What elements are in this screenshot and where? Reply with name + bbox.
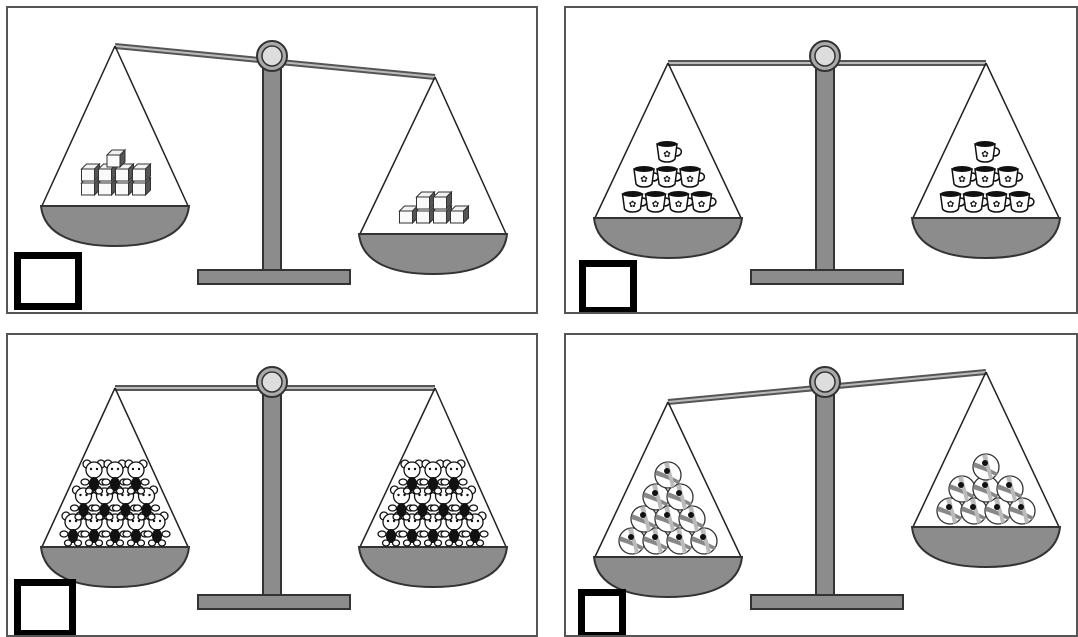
sugar-cube-icon xyxy=(131,162,152,183)
beach-ball-icon xyxy=(984,497,1012,525)
sugar-cube-icon xyxy=(415,190,436,211)
beach-ball-icon xyxy=(960,497,988,525)
cup-icon: ✿ xyxy=(974,166,1001,188)
teddy-bear-icon xyxy=(398,459,426,495)
sugar-cube-icon xyxy=(449,204,470,225)
right-pan-items xyxy=(398,190,470,225)
left-pan-items xyxy=(80,148,152,197)
teddy-bear-icon xyxy=(80,459,108,495)
balance-scale xyxy=(592,366,1062,610)
answer-box[interactable] xyxy=(14,252,82,310)
cup-icon: ✿ xyxy=(939,191,966,213)
beach-ball-icon xyxy=(642,527,670,555)
scale-stand xyxy=(197,384,351,610)
cup-icon: ✿ xyxy=(974,141,1001,163)
cup-icon: ✿ xyxy=(997,166,1024,188)
balance-scale xyxy=(39,40,509,285)
cup-icon: ✿ xyxy=(962,191,989,213)
svg-text:✿: ✿ xyxy=(1016,200,1024,210)
balance-scale xyxy=(39,366,509,610)
cup-icon: ✿ xyxy=(667,191,694,213)
svg-text:✿: ✿ xyxy=(698,200,706,210)
beach-ball-icon xyxy=(654,461,682,489)
svg-text:✿: ✿ xyxy=(981,175,989,185)
right-pan xyxy=(357,387,509,589)
svg-text:✿: ✿ xyxy=(686,175,694,185)
svg-text:✿: ✿ xyxy=(629,200,637,210)
sugar-cube-icon xyxy=(432,190,453,211)
sugar-cube-icon xyxy=(80,162,101,183)
right-pan-items xyxy=(377,459,489,547)
cup-icon: ✿ xyxy=(679,166,706,188)
left-pan xyxy=(39,387,191,589)
beach-ball-icon xyxy=(666,483,694,511)
left-pan-items: ✿ ✿ ✿ ✿ ✿ ✿ ✿ ✿ xyxy=(621,141,717,213)
cup-icon: ✿ xyxy=(621,191,648,213)
teddy-bear-icon xyxy=(101,459,129,495)
beach-ball-icon xyxy=(948,475,976,503)
sugar-cube-icon xyxy=(105,148,127,169)
left-pan xyxy=(592,62,744,260)
cup-icon: ✿ xyxy=(690,191,717,213)
beach-ball-icon xyxy=(972,453,1000,481)
left-pan-items xyxy=(618,461,718,555)
svg-text:✿: ✿ xyxy=(652,200,660,210)
right-pan xyxy=(910,371,1062,569)
answer-box[interactable] xyxy=(14,579,76,635)
beach-ball-icon xyxy=(630,505,658,533)
svg-text:✿: ✿ xyxy=(970,200,978,210)
right-pan xyxy=(357,76,509,276)
answer-box[interactable] xyxy=(579,260,637,312)
left-pan-items xyxy=(59,459,171,547)
svg-text:✿: ✿ xyxy=(993,200,1001,210)
right-pan xyxy=(910,62,1062,260)
svg-text:✿: ✿ xyxy=(947,200,955,210)
svg-text:✿: ✿ xyxy=(675,200,683,210)
svg-text:✿: ✿ xyxy=(981,150,989,160)
cup-icon: ✿ xyxy=(985,191,1012,213)
cup-icon: ✿ xyxy=(656,141,683,163)
right-pan-items xyxy=(936,453,1036,525)
beach-ball-icon xyxy=(1008,497,1036,525)
scale-panel-cups: ✿ ✿ ✿ ✿ ✿ ✿ ✿ ✿ ✿ ✿ ✿ ✿ ✿ ✿ ✿ ✿ xyxy=(564,6,1078,314)
scale-panel-beach-balls xyxy=(564,333,1078,637)
svg-text:✿: ✿ xyxy=(1004,175,1012,185)
cup-icon: ✿ xyxy=(644,191,671,213)
left-pan xyxy=(592,401,744,599)
sugar-cube-icon xyxy=(398,204,419,225)
balance-scale: ✿ ✿ ✿ ✿ ✿ ✿ ✿ ✿ ✿ ✿ ✿ ✿ ✿ ✿ ✿ ✿ xyxy=(592,40,1062,285)
teddy-bear-icon xyxy=(122,459,150,495)
beach-ball-icon xyxy=(654,505,682,533)
scale-stand xyxy=(197,57,351,285)
cup-icon: ✿ xyxy=(1008,191,1035,213)
cup-icon: ✿ xyxy=(656,166,683,188)
scale-panel-sugar-cubes xyxy=(6,6,538,314)
left-pan xyxy=(39,45,191,248)
scale-panel-teddy-bears xyxy=(6,333,538,637)
svg-text:✿: ✿ xyxy=(640,175,648,185)
beach-ball-icon xyxy=(996,475,1024,503)
cup-icon: ✿ xyxy=(951,166,978,188)
cup-icon: ✿ xyxy=(633,166,660,188)
beach-ball-icon xyxy=(642,483,670,511)
svg-text:✿: ✿ xyxy=(663,175,671,185)
scale-stand xyxy=(750,384,904,610)
teddy-bear-icon xyxy=(440,459,468,495)
beach-ball-icon xyxy=(690,527,718,555)
beach-ball-icon xyxy=(678,505,706,533)
svg-text:✿: ✿ xyxy=(663,150,671,160)
svg-text:✿: ✿ xyxy=(958,175,966,185)
answer-box[interactable] xyxy=(578,589,626,635)
scale-stand xyxy=(750,57,904,285)
right-pan-items: ✿ ✿ ✿ ✿ ✿ ✿ ✿ ✿ xyxy=(939,141,1035,213)
